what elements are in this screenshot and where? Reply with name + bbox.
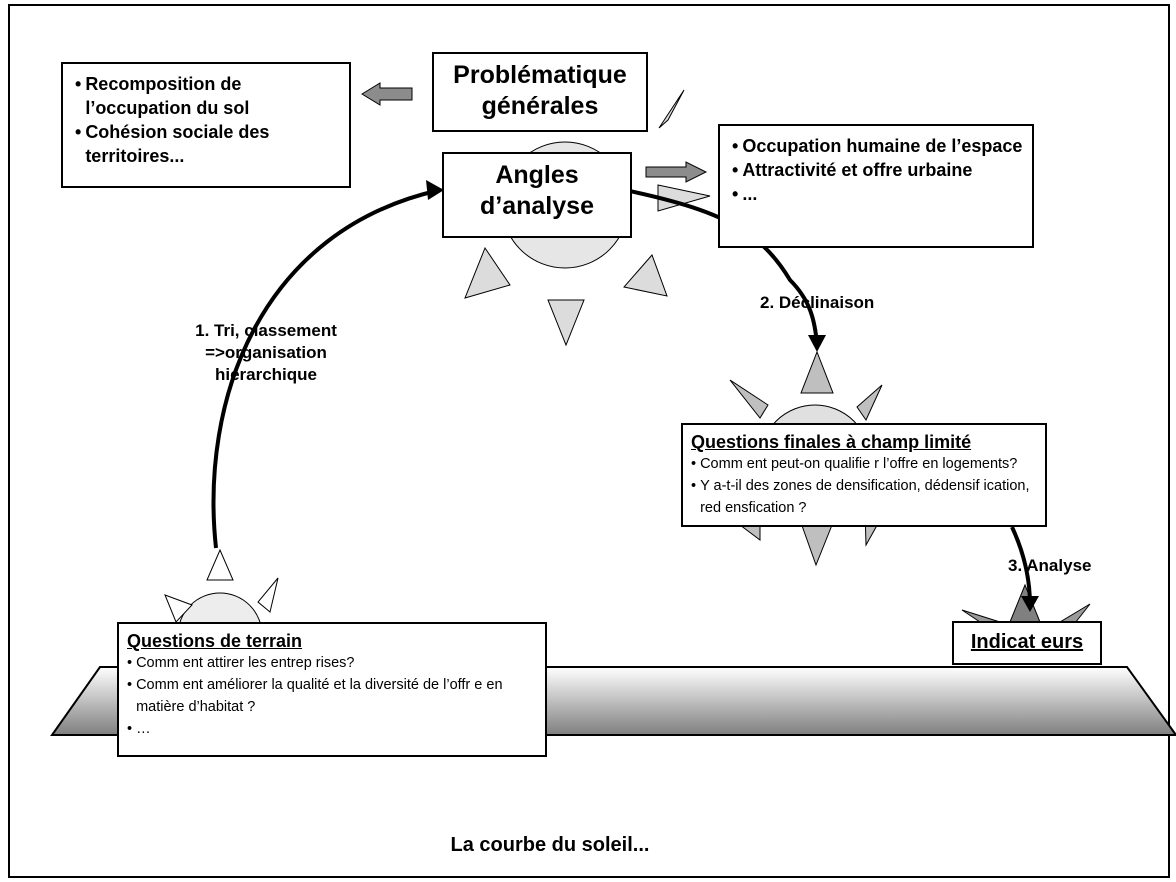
arrowhead-step1 (426, 180, 444, 200)
problematique-box: Problématique générales (432, 52, 648, 132)
left-block-arrow (361, 82, 413, 106)
bullet-icon: • (127, 721, 133, 737)
arrowhead-step3 (1021, 596, 1039, 612)
questions-finales-item: • Comm ent peut-on qualifie r l’offre en… (691, 453, 1037, 475)
step2-label: 2. Déclinaison (760, 293, 875, 312)
angles-line2: d’analyse (480, 192, 594, 221)
right-list-box: • Occupation humaine de l’espace • Attra… (718, 124, 1034, 248)
questions-terrain-item: • Comm ent améliorer la qualité et la di… (127, 674, 537, 718)
questions-terrain-item: • … (127, 718, 537, 740)
curve-step1 (211, 188, 441, 549)
bullet-icon: • (732, 160, 739, 180)
step3-label: 3. Analyse (1008, 556, 1092, 575)
left-list-box: • Recomposition de l’occupation du sol •… (61, 62, 351, 188)
questions-terrain-item-text: Comm ent attirer les entrep rises? (136, 655, 355, 671)
arrowhead-step2 (808, 335, 826, 352)
questions-terrain-item-text: … (136, 721, 151, 737)
questions-finales-item: • Y a-t-il des zones de densification, d… (691, 475, 1037, 519)
left-list-item: • Cohésion sociale des territoires... (75, 120, 339, 168)
step1-line2: =>organisation (205, 343, 327, 362)
frame-border (8, 4, 1170, 878)
left-list-item-text: Cohésion sociale des territoires... (85, 122, 270, 166)
bullet-icon: • (75, 122, 82, 142)
step1-label: 1. Tri, classement =>organisation hiérar… (150, 320, 382, 386)
bullet-icon: • (127, 677, 133, 693)
bullet-icon: • (75, 74, 82, 94)
right-list-item: • ... (732, 182, 1024, 206)
step1-line1: 1. Tri, classement (195, 321, 337, 340)
questions-finales-title: Questions finales à champ limité (691, 432, 972, 452)
curve-step2 (624, 188, 819, 346)
bullet-icon: • (732, 184, 739, 204)
questions-finales-item-text: Y a-t-il des zones de densification, déd… (700, 478, 1030, 516)
questions-terrain-title: Questions de terrain (127, 631, 303, 651)
problematique-line1: Problématique (453, 61, 627, 89)
angles-line1: Angles (495, 161, 579, 189)
bullet-icon: • (732, 136, 739, 156)
right-list-item-text: Attractivité et offre urbaine (742, 160, 973, 180)
right-list-item-text: Occupation humaine de l’espace (742, 136, 1023, 156)
bullet-icon: • (691, 456, 697, 472)
problematique-line2: générales (481, 92, 599, 121)
caption: La courbe du soleil... (450, 834, 650, 856)
questions-finales-box: Questions finales à champ limité • Comm … (681, 423, 1047, 527)
right-block-arrow (645, 161, 708, 183)
questions-finales-item-text: Comm ent peut-on qualifie r l’offre en l… (700, 456, 1018, 472)
left-list-item: • Recomposition de l’occupation du sol (75, 72, 339, 120)
angles-analyse-box: Angles d’analyse (442, 152, 632, 238)
indicateurs-box: Indicat eurs (952, 621, 1102, 665)
step1-line3: hiérarchique (214, 365, 318, 384)
questions-terrain-item-text: Comm ent améliorer la qualité et la dive… (136, 677, 503, 715)
right-list-item: • Occupation humaine de l’espace (732, 134, 1024, 158)
right-list-item-text: ... (742, 184, 758, 204)
questions-terrain-item: • Comm ent attirer les entrep rises? (127, 652, 537, 674)
indicateurs-label: Indicat eurs (970, 631, 1084, 653)
bullet-icon: • (127, 655, 133, 671)
right-list-item: • Attractivité et offre urbaine (732, 158, 1024, 182)
bullet-icon: • (691, 478, 697, 494)
left-list-item-text: Recomposition de l’occupation du sol (85, 74, 250, 118)
questions-terrain-box: Questions de terrain • Comm ent attirer … (117, 622, 547, 757)
